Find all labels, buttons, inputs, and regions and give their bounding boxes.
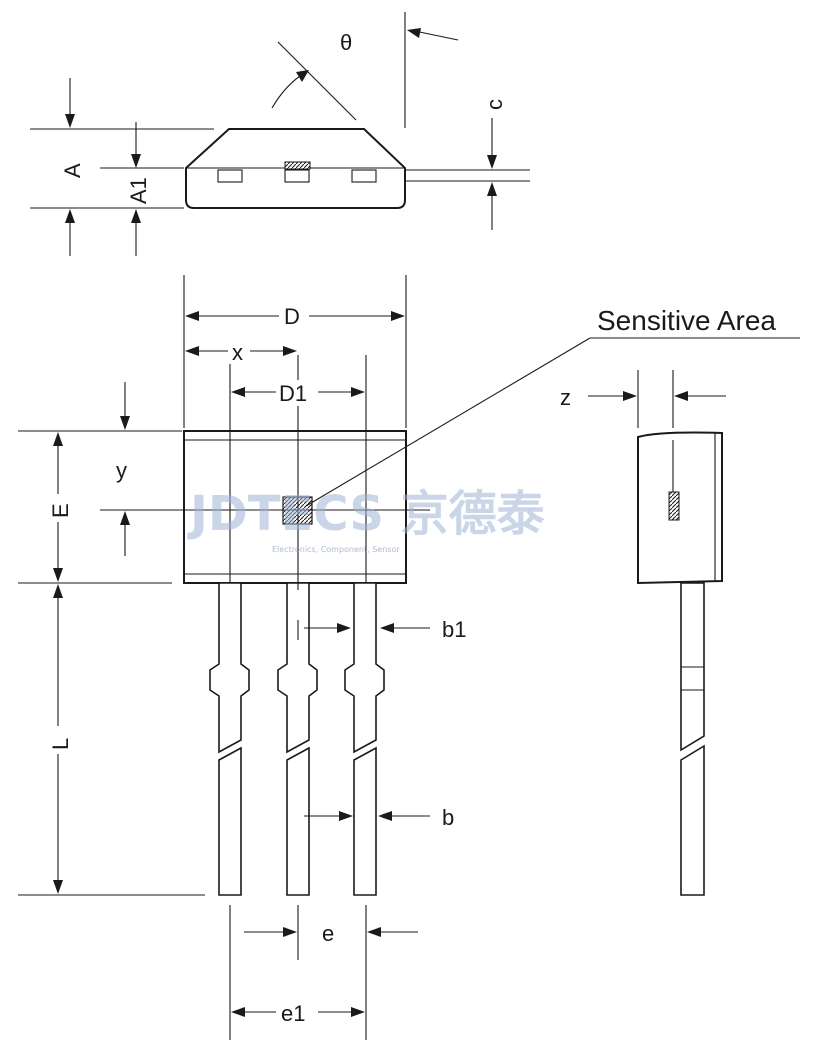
lead-center bbox=[277, 582, 318, 896]
watermark-tagline: Electronics, Component, Sensor bbox=[272, 545, 400, 554]
dim-label-y: y bbox=[116, 458, 127, 483]
watermark-logo: JDTECS 京德泰 Electronics, Component, Senso… bbox=[187, 486, 546, 554]
lead-left bbox=[209, 582, 250, 896]
side-body bbox=[637, 431, 723, 585]
sensitive-area-label: Sensitive Area bbox=[597, 305, 776, 336]
top-profile-view: A A1 c θ bbox=[30, 12, 530, 256]
dim-label-E: E bbox=[48, 503, 73, 518]
dim-label-e: e bbox=[322, 921, 334, 946]
dim-label-A: A bbox=[60, 163, 85, 178]
dim-label-b1: b1 bbox=[442, 617, 466, 642]
dim-label-D1: D1 bbox=[279, 381, 307, 406]
front-view: D x D1 y E L b1 bbox=[18, 275, 800, 1040]
dim-label-A1: A1 bbox=[126, 177, 151, 204]
top-window-center bbox=[284, 169, 310, 183]
side-sensor-chip bbox=[668, 491, 680, 521]
dim-label-e1: e1 bbox=[281, 1001, 305, 1026]
top-window-right bbox=[351, 169, 377, 183]
dim-label-b: b bbox=[442, 805, 454, 830]
side-view: z bbox=[560, 370, 726, 896]
watermark-brand: JDTECS 京德泰 bbox=[187, 486, 546, 542]
dim-label-theta: θ bbox=[340, 30, 352, 55]
dim-label-D: D bbox=[284, 304, 300, 329]
top-sensor-chip bbox=[284, 161, 311, 170]
top-window-left bbox=[217, 169, 243, 183]
lead-right bbox=[344, 582, 385, 896]
dim-label-x: x bbox=[232, 340, 243, 365]
dim-label-L: L bbox=[48, 738, 73, 750]
dim-label-c: c bbox=[482, 99, 507, 110]
dim-label-z: z bbox=[560, 385, 571, 410]
